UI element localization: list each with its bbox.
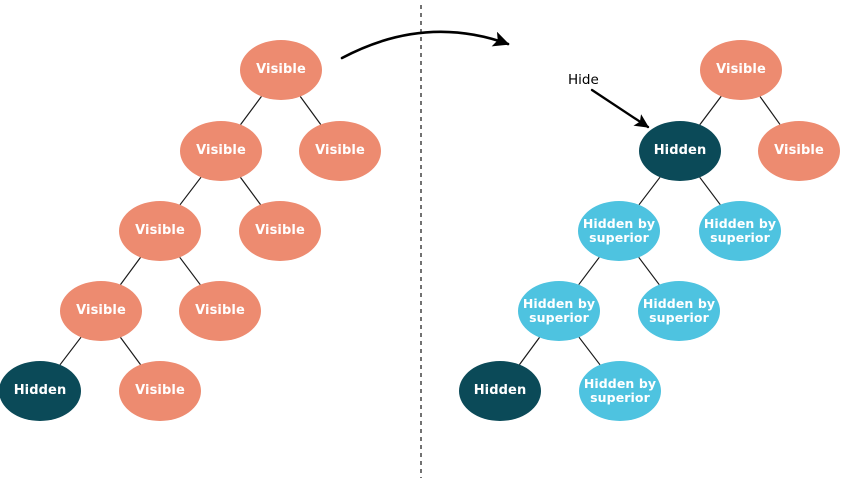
tree-node-label: Hidden by superior xyxy=(703,216,777,245)
node-hidden-by-superior[interactable]: Hidden by superior xyxy=(699,201,781,261)
tree-edge xyxy=(699,95,722,126)
node-hidden-by-superior[interactable]: Hidden by superior xyxy=(518,281,600,341)
tree-edge xyxy=(240,96,262,125)
tree-node-label: Visible xyxy=(76,302,126,318)
tree-edge xyxy=(578,336,601,366)
tree-edge xyxy=(299,96,322,125)
tree-edge xyxy=(578,256,600,286)
node-hidden[interactable]: Hidden xyxy=(459,361,541,421)
tree-edge xyxy=(59,336,82,366)
tree-node-label: Hidden xyxy=(653,142,707,158)
tree-node-label: Visible xyxy=(135,382,185,398)
node-hidden[interactable]: Hidden xyxy=(0,361,81,421)
tree-node-label: Visible xyxy=(196,142,246,158)
node-visible[interactable]: Visible xyxy=(179,281,261,341)
node-hidden-by-superior[interactable]: Hidden by superior xyxy=(579,361,661,421)
node-hidden-by-superior[interactable]: Hidden by superior xyxy=(578,201,660,261)
tree-edge xyxy=(239,177,262,205)
tree-node-label: Hidden xyxy=(473,382,527,398)
tree-edge xyxy=(638,256,660,286)
tree-node-label: Hidden by superior xyxy=(642,296,716,325)
node-visible[interactable]: Visible xyxy=(758,121,840,181)
tree-node-label: Hidden xyxy=(13,382,67,398)
tree-node-label: Visible xyxy=(195,302,245,318)
tree-node-label: Hidden by superior xyxy=(582,216,656,245)
node-visible[interactable]: Visible xyxy=(60,281,142,341)
node-visible[interactable]: Visible xyxy=(180,121,262,181)
node-hidden-by-superior[interactable]: Hidden by superior xyxy=(638,281,720,341)
tree-node-label: Visible xyxy=(315,142,365,158)
tree-node-label: Hidden by superior xyxy=(583,376,657,405)
node-visible[interactable]: Visible xyxy=(700,40,782,100)
tree-edge xyxy=(638,176,661,206)
tree-node-label: Hidden by superior xyxy=(522,296,596,325)
tree-node-label: Visible xyxy=(716,61,766,77)
tree-edge xyxy=(119,257,142,285)
tree-edge xyxy=(179,176,202,206)
tree-node-label: Visible xyxy=(255,222,305,238)
tree-edge xyxy=(518,337,541,365)
tree-edge xyxy=(119,337,142,365)
tree-edge xyxy=(179,256,201,286)
node-visible[interactable]: Visible xyxy=(119,201,201,261)
node-hidden[interactable]: Hidden xyxy=(639,121,721,181)
tree-edge xyxy=(759,96,781,125)
tree-node-label: Visible xyxy=(256,61,306,77)
tree-node-label: Visible xyxy=(774,142,824,158)
node-visible[interactable]: Visible xyxy=(119,361,201,421)
tree-edge xyxy=(699,176,721,206)
node-visible[interactable]: Visible xyxy=(240,40,322,100)
tree-node-label: Visible xyxy=(135,222,185,238)
node-visible[interactable]: Visible xyxy=(239,201,321,261)
node-visible[interactable]: Visible xyxy=(299,121,381,181)
hide-annotation-label: Hide xyxy=(568,72,599,88)
